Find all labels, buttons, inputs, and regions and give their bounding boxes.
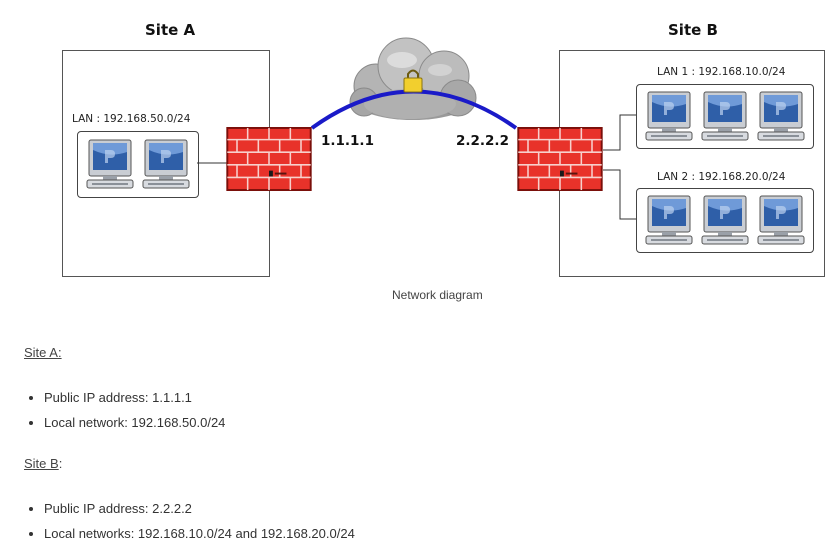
bullet-icon (29, 532, 33, 536)
site-b-heading: Site B: (24, 456, 62, 471)
list-item: Public IP address: 2.2.2.2 (26, 501, 355, 526)
site-a-public-ip-label: 1.1.1.1 (321, 133, 374, 149)
site-b-lan2-label: LAN 2 : 192.168.20.0/24 (657, 171, 786, 183)
site-b-lan2-link (603, 169, 636, 220)
site-b-lan1-label: LAN 1 : 192.168.10.0/24 (657, 66, 786, 78)
site-b-lan2-box (636, 188, 814, 253)
list-item: Local network: 192.168.50.0/24 (26, 415, 225, 440)
site-a-heading-text: Site A (24, 345, 58, 360)
bullet-icon (29, 396, 33, 400)
site-b-heading-text: Site B (24, 456, 59, 471)
list-item-text: Public IP address: 1.1.1.1 (44, 390, 192, 405)
connections-layer (197, 37, 636, 220)
list-item-text: Local networks: 192.168.10.0/24 and 192.… (44, 526, 355, 541)
site-b-lan1-link (603, 114, 636, 151)
firewall-a-icon (226, 127, 312, 191)
bullet-icon (29, 507, 33, 511)
site-a-lan-label: LAN : 192.168.50.0/24 (72, 113, 191, 125)
lock-icon (403, 69, 423, 93)
network-diagram: Site A LAN : 192.168.50.0/24 Site B LAN … (62, 21, 825, 277)
list-item-text: Public IP address: 2.2.2.2 (44, 501, 192, 516)
bullet-icon (29, 421, 33, 425)
diagram-caption: Network diagram (392, 288, 483, 302)
site-a-list: Public IP address: 1.1.1.1 Local network… (26, 390, 225, 440)
site-a-heading: Site A: (24, 345, 62, 360)
site-b-lan1-box (636, 84, 814, 149)
list-item: Public IP address: 1.1.1.1 (26, 390, 225, 415)
site-b-public-ip-label: 2.2.2.2 (456, 133, 509, 149)
list-item-text: Local network: 192.168.50.0/24 (44, 415, 226, 430)
site-a-title: Site A (145, 21, 196, 39)
site-a-lan-box (77, 131, 199, 198)
list-item: Local networks: 192.168.10.0/24 and 192.… (26, 526, 355, 551)
firewall-b-icon (517, 127, 603, 191)
site-b-heading-colon: : (58, 456, 63, 471)
site-a-heading-colon: : (57, 345, 62, 360)
site-b-title: Site B (668, 21, 718, 39)
site-b-list: Public IP address: 2.2.2.2 Local network… (26, 501, 355, 551)
